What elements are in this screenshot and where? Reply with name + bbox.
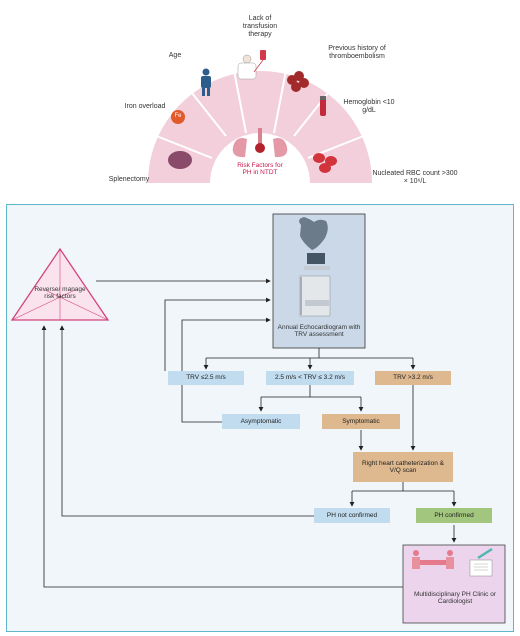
fe-label: Fe	[174, 113, 182, 119]
transfusion-icon	[237, 50, 266, 80]
label-hemoglobin: Hemoglobin <10 g/dL	[343, 99, 395, 115]
center-label: Risk Factors for PH in NTDT	[237, 162, 283, 177]
stethoscope-icon	[469, 547, 493, 577]
label-age: Age	[168, 52, 182, 59]
iron-icon	[171, 110, 185, 124]
echo-machine-icon	[299, 253, 331, 317]
trv-low-box: TRV ≤2.5 m/s	[168, 371, 244, 385]
person-icon	[201, 68, 211, 96]
spleen-icon	[168, 151, 192, 169]
label-nrbc: Nucleated RBC count >300 × 10⁶/L	[372, 170, 458, 186]
ph-confirmed-box: PH confirmed	[416, 508, 492, 523]
clot-icon	[287, 71, 309, 92]
clinic-panel	[402, 544, 506, 624]
meeting-icon	[412, 550, 454, 569]
heart-icon	[299, 217, 328, 250]
trv-mid-box: 2.5 m/s < TRV ≤ 3.2 m/s	[266, 371, 354, 385]
asymptomatic-box: Asymptomatic	[222, 414, 300, 429]
label-splenectomy: Splenectomy	[108, 176, 150, 183]
ph-not-confirmed-box: PH not confirmed	[314, 508, 390, 523]
label-iron-overload: Iron overload	[124, 103, 166, 110]
trv-high-box: TRV >3.2 m/s	[375, 371, 451, 385]
blood-tube-icon	[320, 96, 326, 116]
risk-factor-arc	[148, 50, 372, 183]
echo-label: Annual Echocardiogram with TRV assessmen…	[277, 324, 361, 339]
clinic-label: Multidisciplinary PH Clinic or Cardiolog…	[414, 591, 496, 606]
manage-label: Reverse/ manage risk factors	[34, 286, 86, 301]
label-transfusion: Lack of transfusion therapy	[242, 15, 278, 39]
rhc-box: Right heart catheterization & V/Q scan	[353, 452, 453, 482]
symptomatic-box: Symptomatic	[322, 414, 400, 429]
rbc-icon	[313, 153, 337, 173]
label-thromboembolism: Previous history of thromboembolism	[328, 45, 386, 61]
lungs-icon	[232, 128, 288, 158]
